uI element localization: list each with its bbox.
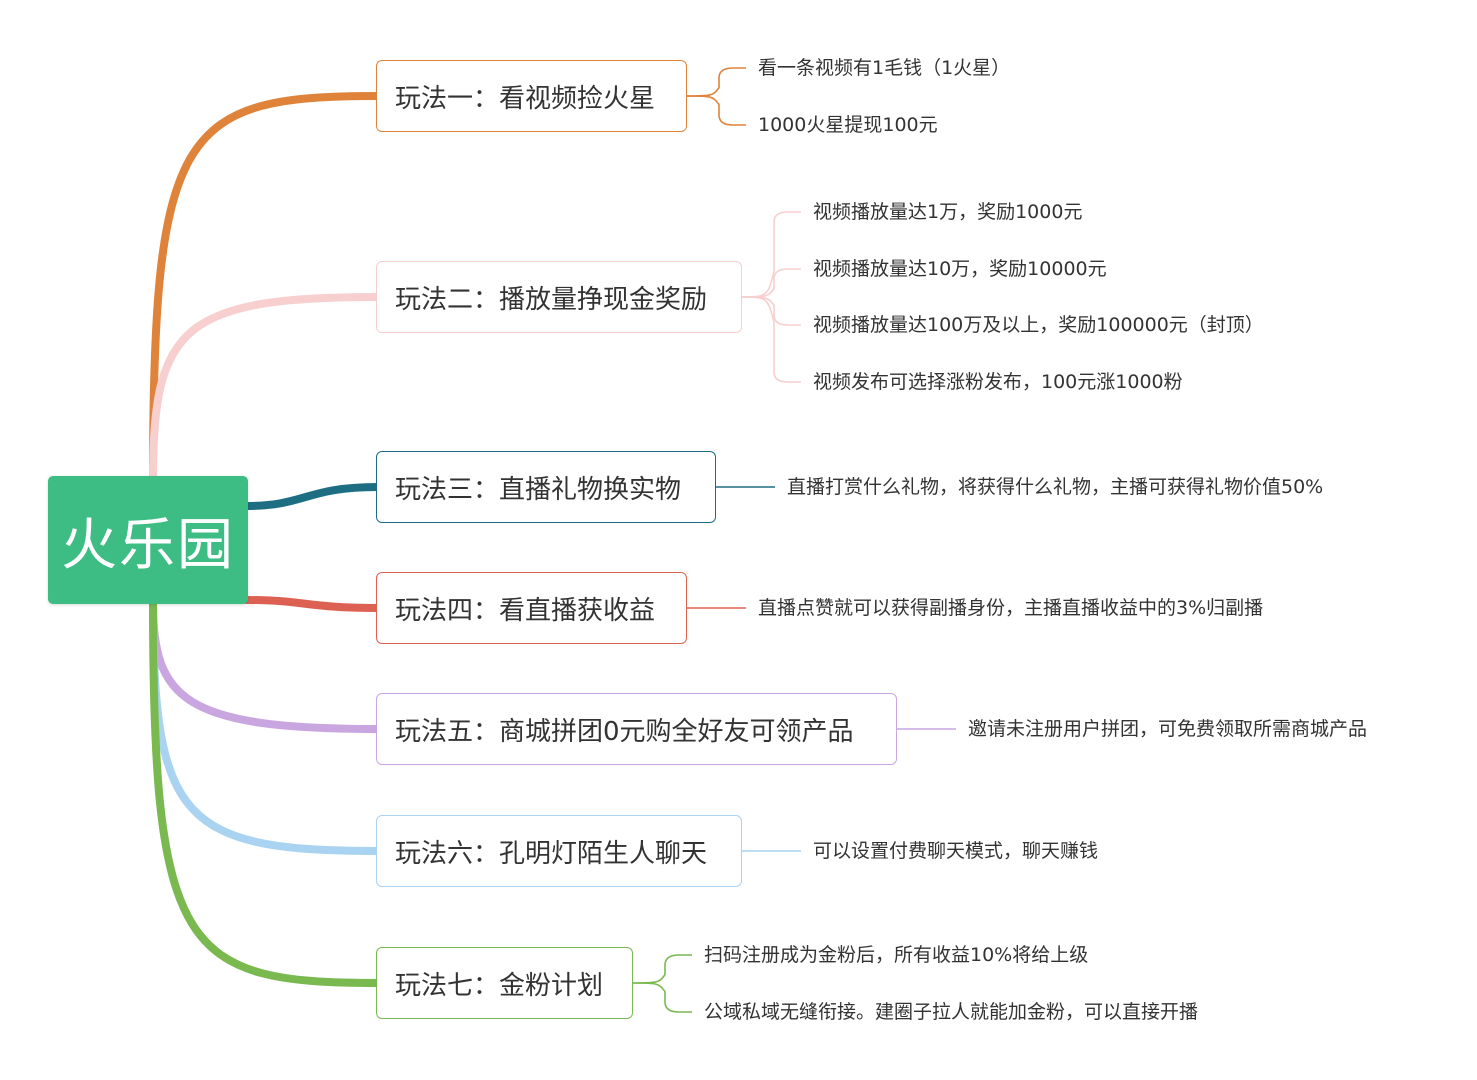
leaf-2-3: 视频播放量达100万及以上，奖励100000元（封顶）: [813, 314, 1264, 336]
leaf-7-1: 扫码注册成为金粉后，所有收益10%将给上级: [704, 944, 1089, 966]
leaf-3-1: 直播打赏什么礼物，将获得什么礼物，主播可获得礼物价值50%: [787, 476, 1324, 498]
branch-node-3: 玩法三：直播礼物换实物: [376, 451, 716, 523]
leaf-connector-2-1: [741, 211, 801, 298]
leaf-2-4: 视频发布可选择涨粉发布，100元涨1000粉: [813, 371, 1183, 393]
leaf-connector-7-2: [632, 982, 692, 1013]
branch-node-2: 玩法二：播放量挣现金奖励: [376, 261, 742, 333]
branch-connector-5: [149, 598, 382, 733]
branch-connector-4: [242, 596, 382, 612]
branch-node-7: 玩法七：金粉计划: [376, 947, 633, 1019]
branch-node-4: 玩法四：看直播获收益: [376, 572, 687, 644]
leaf-connector-1-1: [686, 67, 746, 97]
branch-connectors: [149, 92, 382, 987]
branch-connector-7: [149, 598, 382, 987]
leaf-connector-1-2: [686, 95, 746, 126]
leaf-2-2: 视频播放量达10万，奖励10000元: [813, 258, 1107, 280]
leaf-4-1: 直播点赞就可以获得副播身份，主播直播收益中的3%归副播: [758, 597, 1264, 619]
leaf-5-1: 邀请未注册用户拼团，可免费领取所需商城产品: [968, 718, 1368, 740]
leaf-connectors: [632, 67, 956, 1013]
leaf-6-1: 可以设置付费聊天模式，聊天赚钱: [813, 840, 1099, 862]
leaf-1-2: 1000火星提现100元: [758, 114, 938, 136]
leaf-2-1: 视频播放量达1万，奖励1000元: [813, 201, 1083, 223]
branch-node-1: 玩法一：看视频捡火星: [376, 60, 687, 132]
branch-connector-3: [242, 483, 382, 510]
leaf-connector-2-4: [741, 296, 801, 383]
branch-node-5: 玩法五：商城拼团0元购全好友可领产品: [376, 693, 897, 765]
leaf-connector-7-1: [632, 954, 692, 984]
branch-connector-1: [149, 92, 382, 482]
central-topic: 火乐园: [48, 476, 248, 604]
leaf-7-2: 公域私域无缝衔接。建圈子拉人就能加金粉，可以直接开播: [704, 1001, 1199, 1023]
branch-node-6: 玩法六：孔明灯陌生人聊天: [376, 815, 742, 887]
branch-connector-2: [149, 293, 382, 482]
leaf-1-1: 看一条视频有1毛钱（1火星）: [758, 57, 1011, 79]
